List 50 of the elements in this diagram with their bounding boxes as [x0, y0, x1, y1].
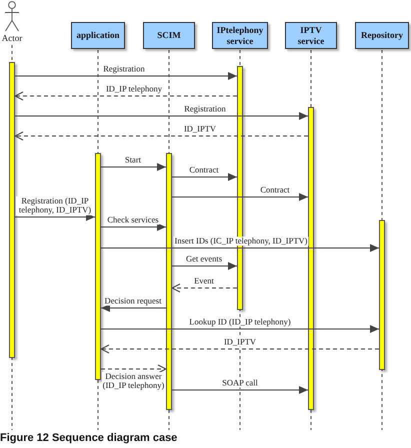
return-message-arrow: [14, 92, 238, 100]
message-label: ID_IP telephony: [104, 84, 164, 94]
message-label: Registration: [102, 64, 146, 74]
message-label: ID_IPTV: [182, 124, 218, 134]
message-label: Contract: [259, 186, 291, 195]
participant-box: [71, 22, 125, 49]
message-arrow: [100, 325, 380, 333]
message-arrow: [100, 244, 380, 252]
message-label: Contract: [188, 166, 220, 175]
message-label: Get events: [184, 254, 224, 264]
message-arrow: [172, 173, 238, 181]
activation-bar: [166, 153, 172, 410]
return-message-arrow: [14, 132, 308, 140]
activation-bar: [95, 153, 101, 380]
message-label: Event: [193, 276, 215, 286]
message-arrow: [172, 193, 308, 201]
message-label: Decision request: [104, 296, 162, 306]
actor-name: Actor: [2, 34, 22, 43]
message-label: Registration: [183, 104, 227, 114]
participant-name: SCIM: [157, 30, 181, 41]
return-message-arrow: [100, 364, 166, 374]
message-label: SOAP call: [221, 378, 259, 388]
message-arrow: [14, 72, 238, 80]
participant-box: [355, 22, 409, 49]
participant-name: IPtelephony service: [216, 25, 264, 46]
participant-box: [285, 22, 337, 49]
message-arrow: [100, 223, 166, 231]
message-arrow: [172, 386, 308, 394]
figure-caption: Figure 12 Sequence diagram case: [0, 433, 178, 444]
message-arrow: [172, 262, 238, 270]
return-message-arrow: [100, 344, 380, 354]
activation-bar: [379, 220, 385, 370]
message-arrow: [100, 163, 166, 171]
message-label: ID_IPTV: [222, 338, 258, 347]
message-label: Check services: [106, 216, 160, 225]
message-arrow: [14, 112, 308, 120]
message-label: Lookup ID (ID_IP telephony): [188, 318, 292, 327]
message-arrow: [14, 213, 96, 221]
message-label: Decision answer (ID_IP telephony): [102, 372, 166, 391]
participant-name: application: [76, 30, 120, 41]
return-message-arrow: [172, 284, 238, 292]
message-label: Start: [124, 156, 142, 165]
participant-box: [143, 22, 195, 49]
message-arrow: [100, 304, 166, 312]
activation-bar: [308, 107, 314, 410]
participant-name: Repository: [361, 30, 403, 41]
message-label: Registration (ID_IP telephony, ID_IPTV): [16, 196, 94, 215]
activation-bar: [9, 62, 15, 358]
participant-name: IPTV service: [296, 25, 326, 46]
message-label: Insert IDs (IC_IP telephony, ID_IPTV): [174, 236, 308, 246]
